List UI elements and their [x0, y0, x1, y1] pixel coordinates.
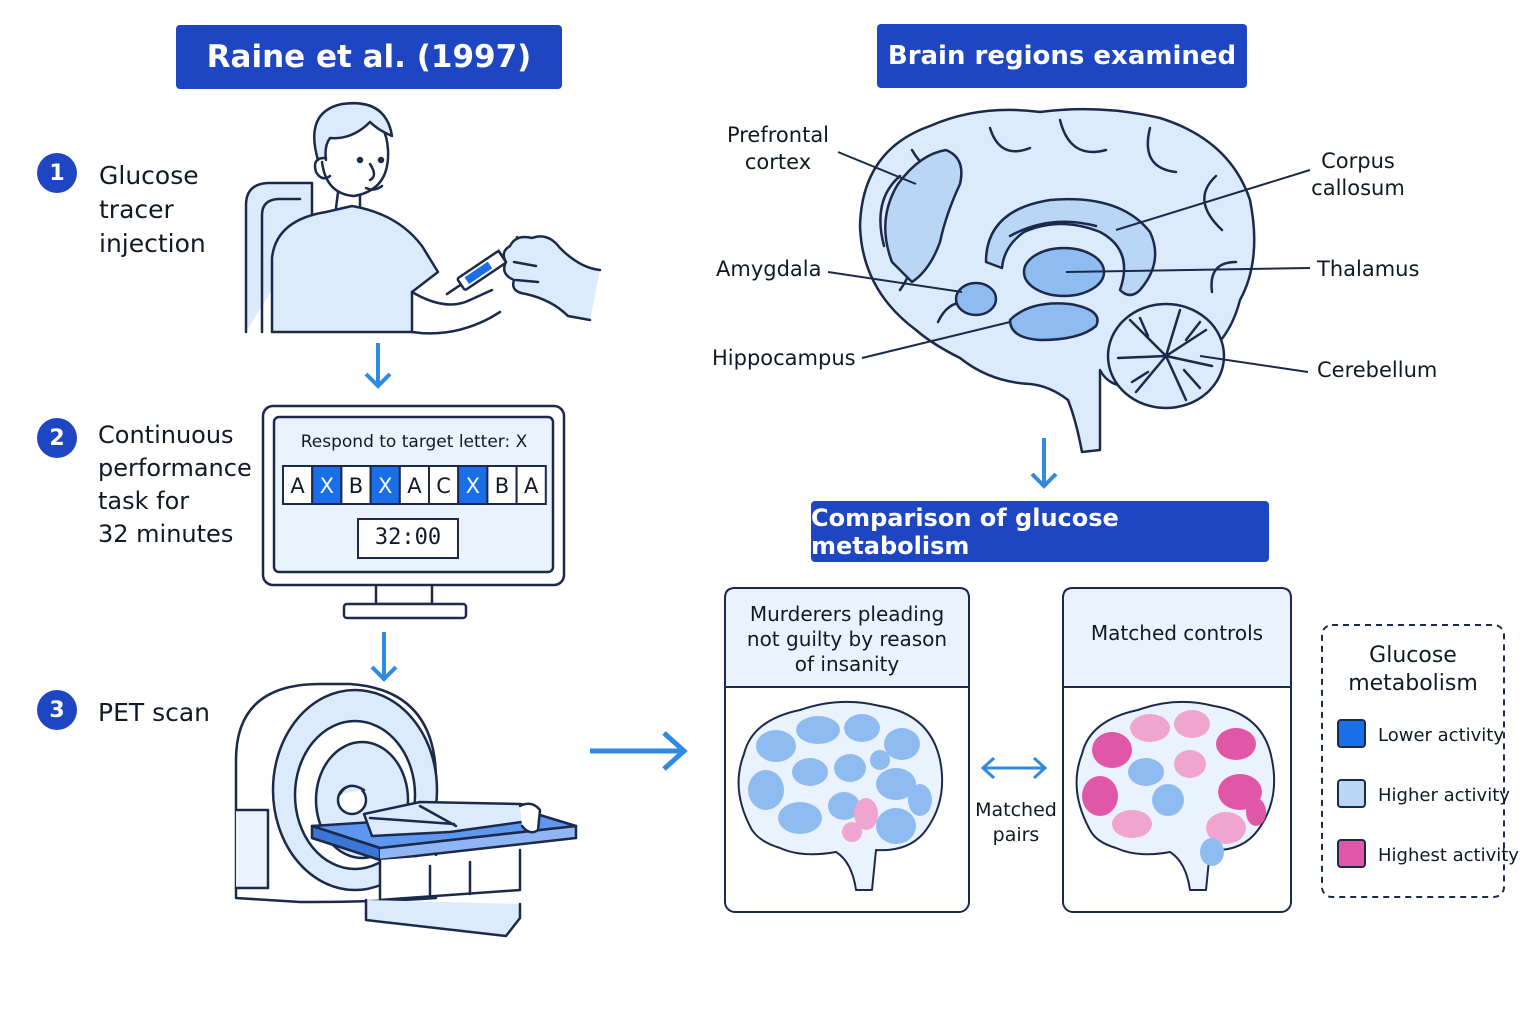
- step-3-text: PET scan: [98, 698, 211, 727]
- legend-label-lower: Lower activity: [1378, 725, 1504, 746]
- legend-box: [1321, 624, 1505, 898]
- legend-swatch: [1337, 839, 1366, 868]
- task-letter-cell: X: [311, 465, 343, 505]
- legend-swatches: [1337, 719, 1366, 868]
- pet-scanner-illustration: [234, 682, 578, 938]
- svg-text:B: B: [349, 474, 363, 498]
- svg-text:X: X: [466, 474, 480, 498]
- brain-murderers: [737, 700, 944, 891]
- svg-text:A: A: [524, 474, 539, 498]
- svg-text:C: C: [436, 474, 451, 498]
- matched-pairs-arrow: [980, 756, 1048, 780]
- brain-controls: [1075, 700, 1276, 891]
- task-letter-cell: A: [282, 465, 314, 505]
- task-instruction: Respond to target letter: X: [300, 432, 528, 452]
- svg-text:X: X: [320, 474, 334, 498]
- panel-header-controls: Matched controls: [1090, 620, 1264, 645]
- header-brain-regions: Brain regions examined: [877, 24, 1247, 88]
- task-letter-cell: B: [486, 465, 518, 505]
- task-letter-cell: A: [515, 465, 547, 505]
- step-2-badge: 2: [37, 418, 77, 458]
- task-timer: 32:00: [374, 525, 442, 550]
- header-study-title: Raine et al. (1997): [176, 25, 562, 89]
- task-letter-cell: X: [457, 465, 489, 505]
- sagittal-brain: [858, 107, 1256, 454]
- label-amygdala: Amygdala: [716, 257, 822, 281]
- task-letter-cell: B: [340, 465, 372, 505]
- legend-label-higher: Higher activity: [1378, 785, 1510, 806]
- task-letter-cell: A: [398, 465, 430, 505]
- legend-swatch: [1337, 719, 1366, 748]
- step-3-badge: 3: [37, 690, 77, 730]
- svg-text:X: X: [378, 474, 392, 498]
- label-hippocampus: Hippocampus: [712, 346, 856, 370]
- svg-text:A: A: [290, 474, 305, 498]
- label-cerebellum: Cerebellum: [1317, 358, 1438, 382]
- injection-illustration: [244, 101, 602, 335]
- svg-text:B: B: [495, 474, 509, 498]
- legend-label-highest: Highest activity: [1378, 845, 1519, 866]
- legend-swatch: [1337, 779, 1366, 808]
- svg-text:A: A: [407, 474, 422, 498]
- label-thalamus: Thalamus: [1317, 257, 1420, 281]
- task-letter-cell: C: [428, 465, 460, 505]
- header-comparison: Comparison of glucose metabolism: [811, 501, 1269, 562]
- step-1-badge: 1: [37, 153, 77, 193]
- task-letter-cell: X: [369, 465, 401, 505]
- region-leader-lines: [827, 151, 1311, 373]
